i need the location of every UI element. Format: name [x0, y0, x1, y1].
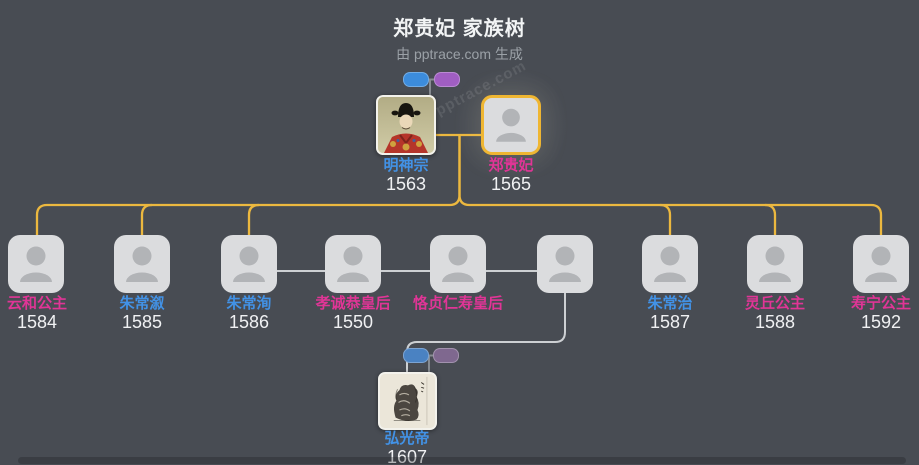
person-silhouette-icon [337, 246, 369, 282]
node-hongguang-emperor[interactable] [378, 372, 437, 430]
person-node[interactable] [325, 235, 381, 293]
female-link-chip[interactable] [433, 348, 459, 363]
person-node[interactable] [221, 235, 277, 293]
male-link-chip[interactable] [403, 348, 429, 363]
ink-sketch-portrait-image [380, 374, 435, 428]
person-silhouette-icon [126, 246, 158, 282]
person-node[interactable] [537, 235, 593, 293]
male-link-chip[interactable] [403, 72, 429, 87]
person-node[interactable] [430, 235, 486, 293]
person-silhouette-icon [496, 108, 526, 142]
person-silhouette-icon [442, 246, 474, 282]
page-subtitle: 由 pptrace.com 生成 [396, 46, 523, 62]
person-node[interactable] [8, 235, 64, 293]
person-node[interactable] [747, 235, 803, 293]
person-silhouette-icon [233, 246, 265, 282]
node-ming-shenzong[interactable] [376, 95, 436, 155]
person-silhouette-icon [654, 246, 686, 282]
person-silhouette-icon [20, 246, 52, 282]
person-silhouette-icon [759, 246, 791, 282]
horizontal-scrollbar[interactable] [18, 457, 906, 464]
node-zheng-guifei[interactable] [481, 95, 541, 155]
page-title: 郑贵妃 家族树 [393, 18, 526, 40]
female-link-chip[interactable] [434, 72, 460, 87]
person-node[interactable] [114, 235, 170, 293]
person-silhouette-icon [549, 246, 581, 282]
person-silhouette-icon [865, 246, 897, 282]
emperor-painting-portrait-image [378, 97, 434, 153]
person-node[interactable] [642, 235, 698, 293]
person-node[interactable] [853, 235, 909, 293]
